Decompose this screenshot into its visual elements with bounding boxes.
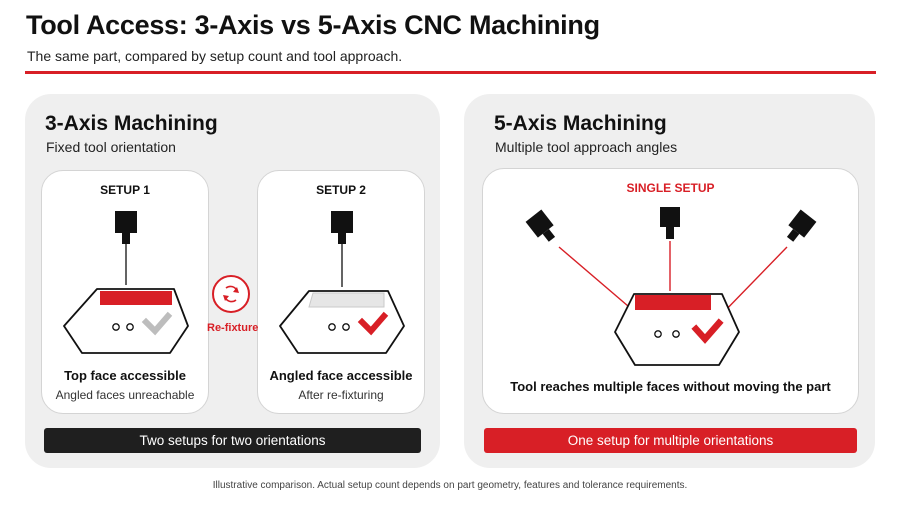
workpiece-icon bbox=[279, 290, 405, 354]
setup-2-label: SETUP 2 bbox=[316, 183, 366, 197]
single-setup-label: SINGLE SETUP bbox=[626, 181, 715, 195]
five-axis-title: 5-Axis Machining bbox=[494, 112, 667, 135]
rotate-arrows-icon bbox=[212, 275, 250, 313]
header-divider bbox=[25, 71, 876, 74]
checkmark-icon bbox=[357, 311, 389, 336]
page-title: Tool Access: 3-Axis vs 5-Axis CNC Machin… bbox=[26, 10, 600, 40]
setup-2-caption: Angled face accessible bbox=[269, 368, 413, 383]
spindle-tool-icon bbox=[660, 207, 680, 239]
three-axis-summary-bar: Two setups for two orientations bbox=[44, 428, 421, 453]
setup-1-label: SETUP 1 bbox=[100, 183, 150, 197]
checkmark-icon bbox=[141, 311, 173, 336]
workpiece-icon bbox=[63, 288, 189, 354]
five-axis-panel: 5-Axis Machining Multiple tool approach … bbox=[464, 94, 875, 468]
three-axis-subtitle: Fixed tool orientation bbox=[46, 139, 176, 155]
three-axis-panel: 3-Axis Machining Fixed tool orientation … bbox=[25, 94, 440, 468]
spindle-tool-icon bbox=[331, 211, 353, 287]
setup-1-caption: Top face accessible bbox=[64, 368, 186, 383]
five-axis-summary-bar: One setup for multiple orientations bbox=[484, 428, 857, 453]
five-axis-subtitle: Multiple tool approach angles bbox=[495, 139, 678, 155]
footnote: Illustrative comparison. Actual setup co… bbox=[212, 480, 688, 491]
three-axis-title: 3-Axis Machining bbox=[45, 112, 218, 135]
setup-1-subcaption: Angled faces unreachable bbox=[55, 388, 195, 402]
single-setup-caption: Tool reaches multiple faces without movi… bbox=[510, 379, 831, 394]
page-subtitle: The same part, compared by setup count a… bbox=[27, 48, 403, 64]
spindle-tool-icon bbox=[786, 209, 817, 242]
checkmark-icon bbox=[691, 318, 724, 344]
single-setup-card: SINGLE SETUP bbox=[482, 168, 859, 414]
setup-2-subcaption: After re-fixturing bbox=[298, 388, 384, 402]
setup-1-card: SETUP 1 Top face accessible Angled faces… bbox=[41, 170, 209, 414]
spindle-tool-icon bbox=[525, 209, 556, 242]
setup-2-card: SETUP 2 Angled face accessible After re-… bbox=[257, 170, 425, 414]
spindle-tool-icon bbox=[115, 211, 137, 285]
refixture-label: Re-fixture bbox=[207, 322, 259, 334]
workpiece-icon bbox=[614, 293, 740, 366]
